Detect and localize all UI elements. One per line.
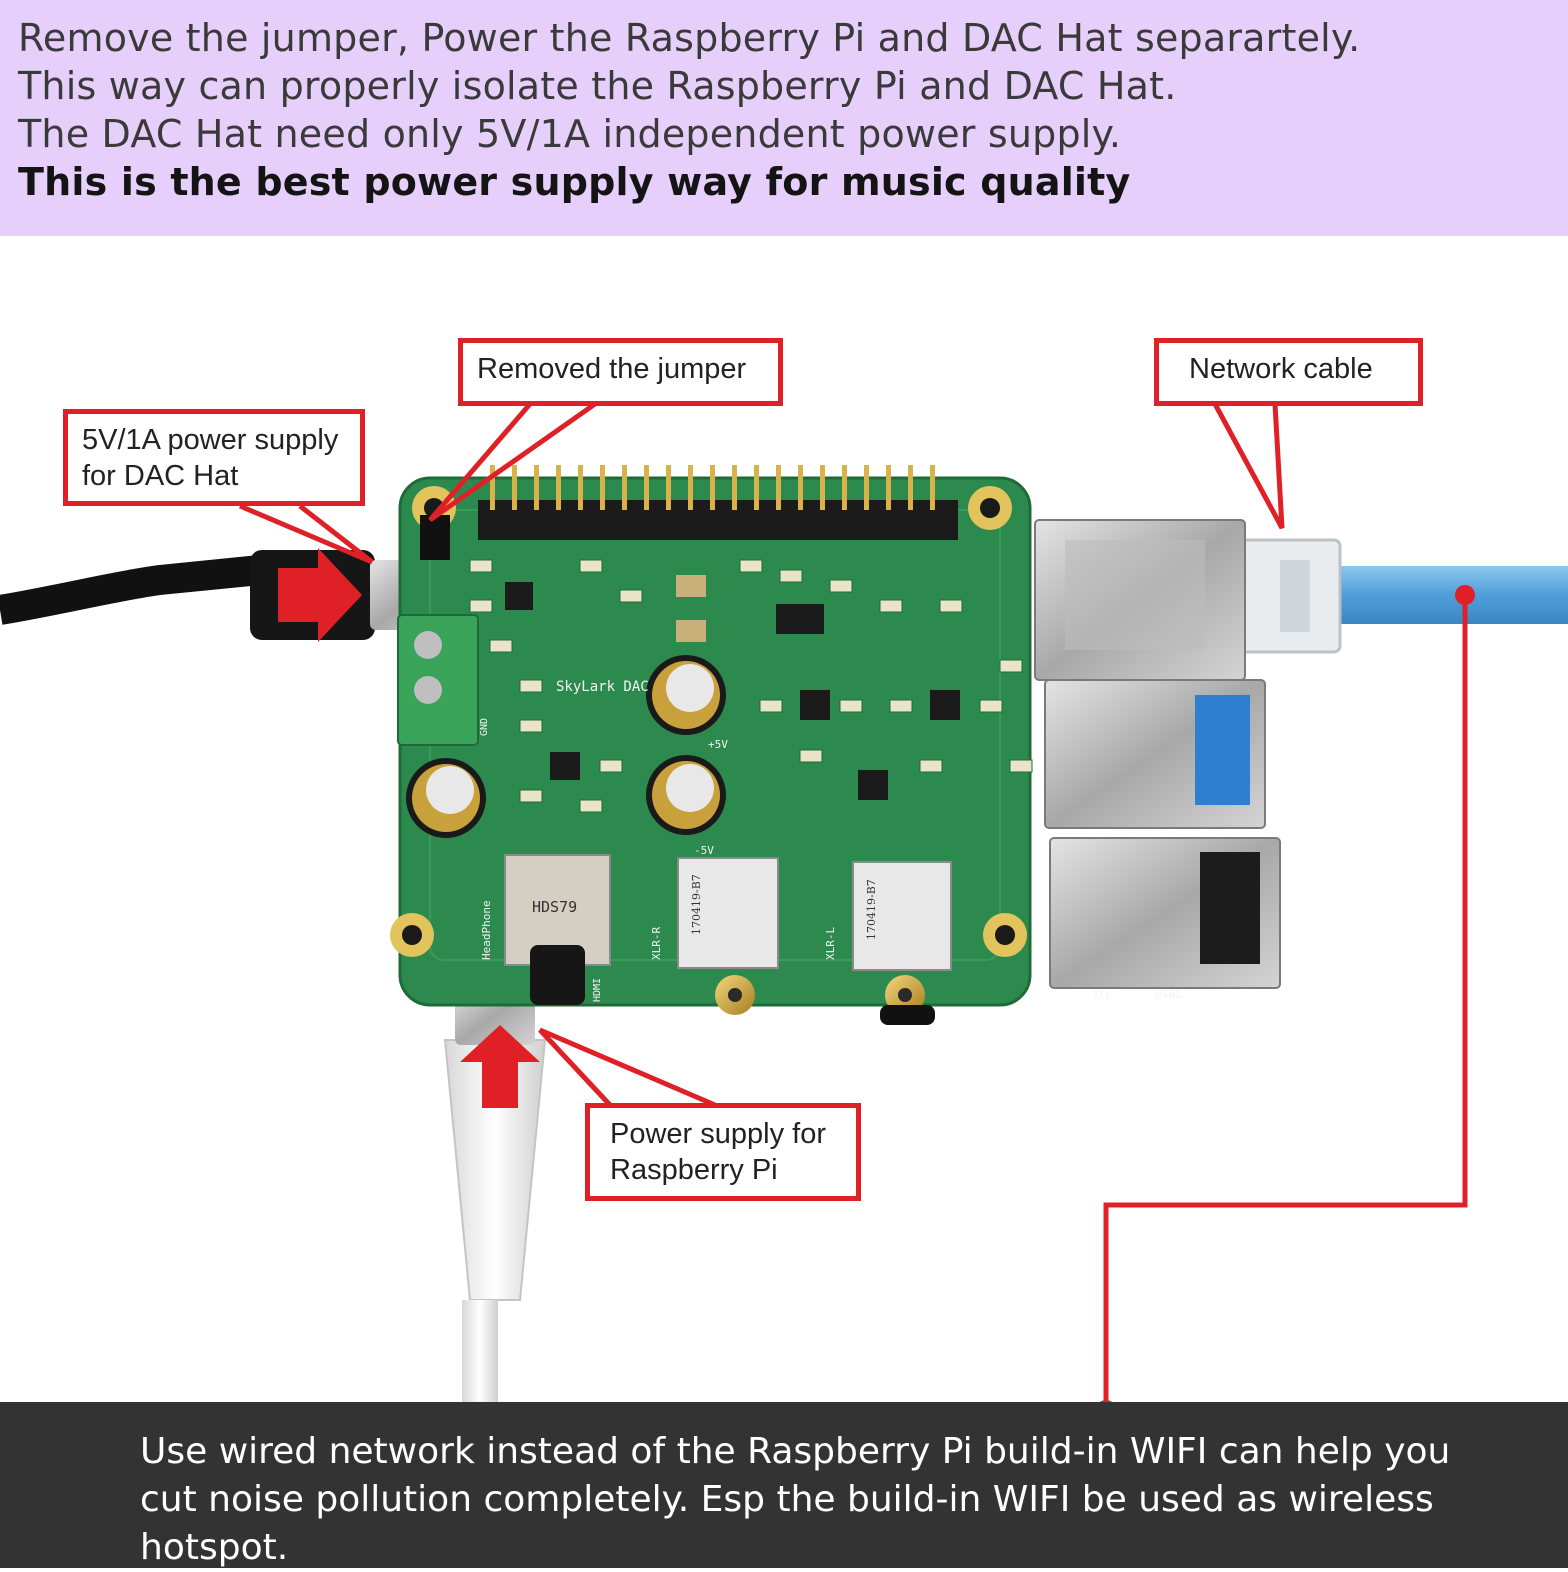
callout-jumper-text: Removed the jumper	[477, 353, 747, 385]
part-label-l: 170419-B7	[865, 879, 878, 940]
callout-pi-power-line-2: Raspberry Pi	[610, 1154, 778, 1186]
part-label-r: 170419-B7	[690, 874, 703, 935]
plus5v-label: +5V	[708, 738, 728, 751]
hdmi-label: HDMI	[592, 978, 603, 1002]
product-illustration: SkyLark DAC +5V -5V USB2 J11 HeadPhone X…	[0, 401, 1568, 1402]
callout-pi-power-line-1: Power supply for	[610, 1118, 826, 1150]
banner-line-3: The DAC Hat need only 5V/1A independent …	[18, 112, 1122, 156]
callout-pi-power: Power supply for Raspberry Pi	[585, 1103, 861, 1201]
product-photo: SkyLark DAC +5V -5V USB2 J11 HeadPhone X…	[0, 236, 1568, 1402]
brand-label: SkyLark DAC	[556, 679, 649, 695]
network-cable	[1233, 538, 1568, 654]
banner-emphasis: This is the best power supply way for mu…	[18, 160, 1131, 204]
banner-line-2: This way can properly isolate the Raspbe…	[18, 64, 1177, 108]
callout-dac-power: 5V/1A power supply for DAC Hat	[63, 409, 365, 506]
callout-dac-power-line-1: 5V/1A power supply	[82, 424, 339, 456]
xlr-r-label: XLR-R	[650, 927, 663, 960]
callout-jumper: Removed the jumper	[458, 338, 783, 406]
chip-label: HDS79	[532, 898, 577, 916]
pointer-lines	[239, 401, 1468, 1402]
j11-label: J11	[1092, 990, 1110, 1001]
usb2-label: USB2	[1155, 988, 1182, 1001]
dac-hat-board: SkyLark DAC +5V -5V USB2 J11 HeadPhone X…	[390, 465, 1182, 1025]
xlr-l-label: XLR-L	[824, 927, 837, 960]
callout-network: Network cable	[1154, 338, 1423, 406]
bottom-banner-text: Use wired network instead of the Raspber…	[140, 1431, 1451, 1568]
arrow-right-icon	[278, 548, 362, 642]
arrow-up-icon	[460, 1025, 540, 1108]
top-banner: Remove the jumper, Power the Raspberry P…	[0, 0, 1568, 236]
callout-dac-power-line-2: for DAC Hat	[82, 460, 239, 492]
bottom-banner: Use wired network instead of the Raspber…	[0, 1402, 1568, 1568]
gnd-label: GND	[479, 718, 490, 736]
pi-ports	[1034, 519, 1281, 989]
banner-line-1: Remove the jumper, Power the Raspberry P…	[18, 16, 1361, 60]
network-marker-dot	[1455, 585, 1475, 605]
black-cable	[0, 550, 460, 640]
minus5v-label: -5V	[694, 844, 714, 857]
wire-marker-dot	[1100, 1400, 1112, 1402]
callout-network-text: Network cable	[1189, 353, 1373, 385]
headphone-label: HeadPhone	[480, 900, 493, 960]
